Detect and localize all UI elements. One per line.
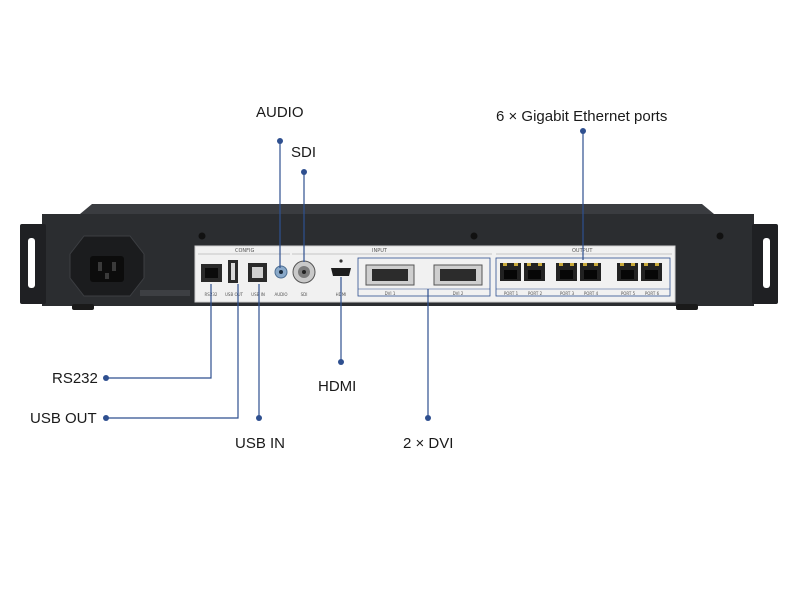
foot-left bbox=[72, 304, 94, 310]
usb-in-port-inner bbox=[252, 267, 263, 278]
panel-label-usb-out: USB OUT bbox=[225, 292, 244, 297]
config-group-label: CONFIG bbox=[235, 248, 255, 254]
ethernet-led bbox=[538, 263, 542, 266]
ethernet-jack bbox=[560, 270, 573, 279]
panel-label-port3: PORT 3 bbox=[560, 291, 575, 296]
panel-label-port4: PORT 4 bbox=[584, 291, 599, 296]
dvi2-port-inner bbox=[440, 269, 476, 281]
sdi-callout: SDI bbox=[291, 144, 317, 161]
hdmi-port bbox=[331, 268, 351, 276]
screw bbox=[716, 232, 724, 240]
ethernet-led bbox=[594, 263, 598, 266]
ethernet-led bbox=[514, 263, 518, 266]
ethernet-led bbox=[631, 263, 635, 266]
sdi-leader-dot bbox=[301, 169, 307, 175]
panel-label-port5: PORT 5 bbox=[621, 291, 636, 296]
panel-label-usb-in: USB IN bbox=[251, 292, 265, 297]
power-pin bbox=[105, 273, 109, 279]
audio-jack-hole bbox=[279, 270, 283, 274]
power-pin bbox=[112, 262, 116, 271]
screw bbox=[470, 232, 478, 240]
usb-out-port-inner bbox=[231, 263, 235, 280]
rack-ear-slot-left bbox=[28, 238, 35, 288]
rs232-leader-dot bbox=[103, 375, 109, 381]
usb-out-leader-dot bbox=[103, 415, 109, 421]
input-group-label: INPUT bbox=[372, 248, 388, 254]
dvi1-port-inner bbox=[372, 269, 408, 281]
power-pin bbox=[98, 262, 102, 271]
ethernet-jack bbox=[528, 270, 541, 279]
ethernet-jack bbox=[584, 270, 597, 279]
panel-label-port2: PORT 2 bbox=[528, 291, 543, 296]
usb-out-leader bbox=[106, 284, 239, 419]
ethernet-leader-dot bbox=[580, 128, 586, 134]
rs232-callout: RS232 bbox=[52, 370, 98, 387]
chassis-top bbox=[80, 204, 714, 214]
ethernet-jack bbox=[504, 270, 517, 279]
panel-label-port6: PORT 6 bbox=[645, 291, 660, 296]
usb-out-callout: USB OUT bbox=[30, 410, 97, 427]
ethernet-led bbox=[527, 263, 531, 266]
dvi-group-frame bbox=[357, 257, 491, 297]
hdmi-leader-dot bbox=[338, 359, 344, 365]
rating-label bbox=[140, 290, 190, 296]
panel-label-dvi2: DVI 2 bbox=[453, 291, 464, 296]
ethernet-led bbox=[583, 263, 587, 266]
ethernet-led bbox=[503, 263, 507, 266]
sdi-connector-pin bbox=[302, 270, 306, 274]
panel-label-audio: AUDIO bbox=[274, 292, 287, 297]
ethernet-callout: 6 × Gigabit Ethernet ports bbox=[496, 108, 668, 125]
dvi-leader-dot bbox=[425, 415, 431, 421]
hdmi-indicator bbox=[339, 259, 343, 263]
ethernet-led bbox=[620, 263, 624, 266]
dvi-callout: 2 × DVI bbox=[403, 435, 454, 452]
ethernet-led bbox=[644, 263, 648, 266]
rs232-port-inner bbox=[205, 268, 218, 278]
leader-lines bbox=[106, 131, 584, 419]
ethernet-led bbox=[655, 263, 659, 266]
ethernet-led bbox=[559, 263, 563, 266]
panel-label-dvi1: DVI 1 bbox=[385, 291, 396, 296]
usb-in-callout: USB IN bbox=[235, 435, 286, 452]
hdmi-callout: HDMI bbox=[318, 378, 357, 395]
ethernet-jack bbox=[621, 270, 634, 279]
audio-leader-dot bbox=[277, 138, 283, 144]
panel-label-port1: PORT 1 bbox=[504, 291, 519, 296]
leader-dots bbox=[103, 128, 586, 421]
usb-in-leader-dot bbox=[256, 415, 262, 421]
rs232-leader bbox=[106, 284, 212, 379]
ethernet-ports bbox=[500, 263, 662, 281]
ethernet-led bbox=[570, 263, 574, 266]
screw bbox=[198, 232, 206, 240]
ethernet-jack bbox=[645, 270, 658, 279]
panel-label-sdi: SDI bbox=[301, 292, 308, 297]
audio-callout: AUDIO bbox=[256, 104, 304, 121]
rack-ear-slot-right bbox=[763, 238, 770, 288]
foot-right bbox=[676, 304, 698, 310]
